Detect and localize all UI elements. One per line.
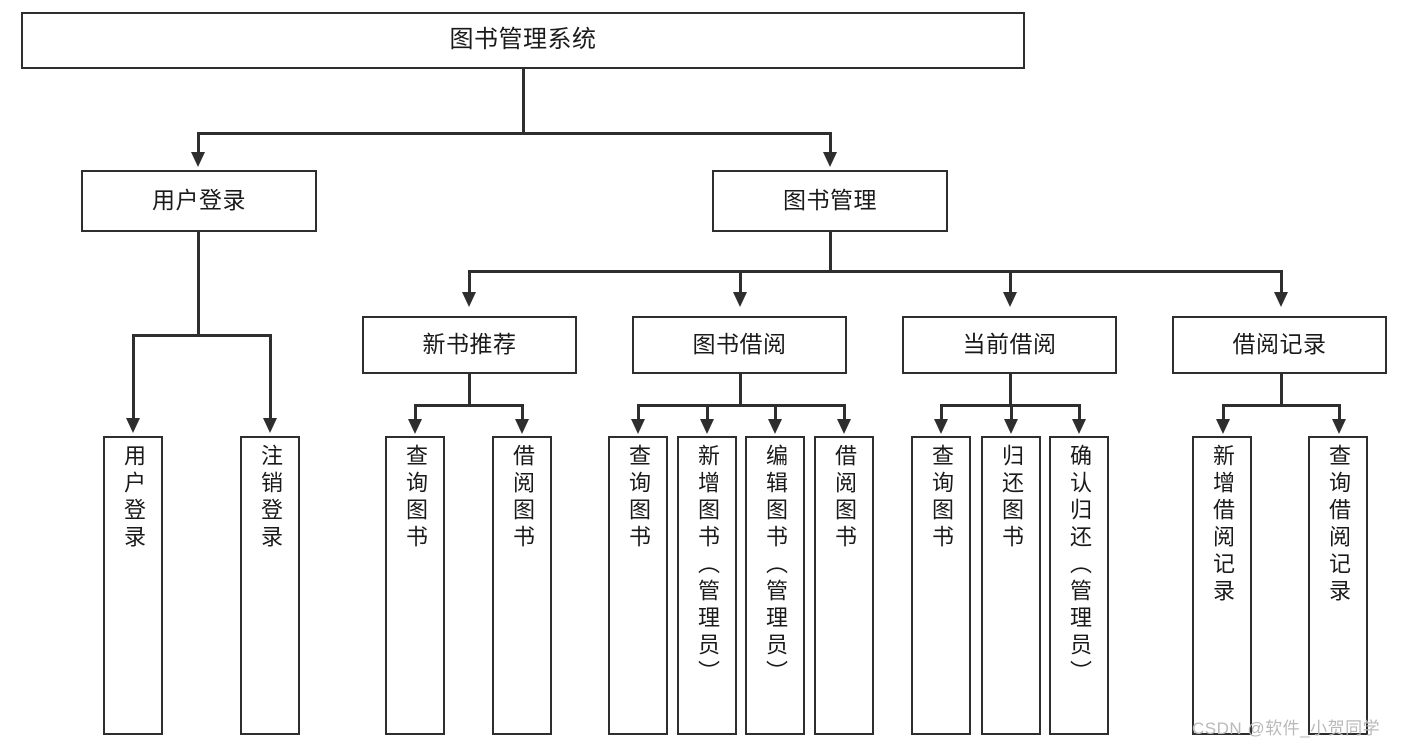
leaf-borrow-record-query-record[interactable]: 查询借阅记录	[1308, 436, 1368, 735]
arrow-cb-to-leaf-3	[1072, 419, 1086, 434]
leaf-user-login-user-login[interactable]: 用户登录	[103, 436, 163, 735]
node-label: 图书管理系统	[449, 26, 597, 54]
node-label: 新书推荐	[422, 331, 517, 358]
connector-nb-to-leaf-1	[414, 404, 417, 422]
node-borrow-record[interactable]: 借阅记录	[1172, 316, 1387, 374]
arrow-br-to-leaf-2	[1332, 419, 1346, 434]
connector-user-login-bracket	[132, 334, 269, 337]
node-current-borrow[interactable]: 当前借阅	[902, 316, 1117, 374]
node-book-management[interactable]: 图书管理	[712, 170, 948, 232]
leaf-current-borrow-query-book[interactable]: 查询图书	[911, 436, 971, 735]
arrow-root-to-book-management	[823, 152, 837, 167]
connector-book-borrow-stem	[739, 374, 742, 406]
leaf-user-login-logout[interactable]: 注销登录	[240, 436, 300, 735]
node-label: 当前借阅	[962, 331, 1057, 358]
node-user-login[interactable]: 用户登录	[81, 170, 317, 232]
leaf-new-book-query-book[interactable]: 查询图书	[385, 436, 445, 735]
leaf-book-borrow-query-book[interactable]: 查询图书	[608, 436, 668, 735]
connector-new-book-bracket	[414, 404, 524, 407]
node-label: 确认归还（管理员）	[1067, 444, 1092, 687]
node-label: 借阅图书	[510, 444, 535, 552]
connector-bb-to-leaf-2	[706, 404, 709, 422]
arrow-nb-to-leaf-2	[515, 419, 529, 434]
connector-borrow-record-bracket	[1222, 404, 1340, 407]
leaf-current-borrow-return-book[interactable]: 归还图书	[981, 436, 1041, 735]
leaf-borrow-record-add-record[interactable]: 新增借阅记录	[1192, 436, 1252, 735]
connector-root-to-book-management	[829, 132, 832, 154]
connector-book-borrow-bracket	[637, 404, 845, 407]
node-label: 归还图书	[999, 444, 1024, 552]
node-label: 用户登录	[152, 187, 246, 214]
arrow-nb-to-leaf-1	[408, 419, 422, 434]
connector-bm-to-borrow-record	[1280, 270, 1283, 294]
arrow-bm-to-new-book	[462, 292, 476, 307]
connector-user-login-to-leaf-2	[269, 334, 272, 420]
leaf-book-borrow-borrow-book[interactable]: 借阅图书	[814, 436, 874, 735]
arrow-bb-to-leaf-3	[768, 419, 782, 434]
arrow-br-to-leaf-1	[1216, 419, 1230, 434]
node-label: 图书借阅	[692, 331, 787, 358]
connector-bm-to-new-book	[468, 270, 471, 294]
arrow-user-login-to-leaf-2	[263, 418, 277, 433]
connector-book-management-bracket	[468, 270, 1280, 273]
connector-bm-to-book-borrow	[739, 270, 742, 294]
arrow-cb-to-leaf-1	[934, 419, 948, 434]
node-label: 新增借阅记录	[1210, 444, 1235, 606]
arrow-cb-to-leaf-2	[1004, 419, 1018, 434]
node-label: 新增图书（管理员）	[695, 444, 720, 687]
connector-borrow-record-stem	[1280, 374, 1283, 406]
node-root-book-management-system[interactable]: 图书管理系统	[21, 12, 1025, 69]
node-label: 查询借阅记录	[1326, 444, 1351, 606]
node-label: 注销登录	[258, 444, 283, 552]
leaf-book-borrow-add-book-admin[interactable]: 新增图书（管理员）	[677, 436, 737, 735]
node-label: 借阅图书	[832, 444, 857, 552]
connector-current-borrow-stem	[1009, 374, 1012, 406]
arrow-bm-to-book-borrow	[733, 292, 747, 307]
arrow-bb-to-leaf-2	[700, 419, 714, 434]
leaf-current-borrow-confirm-return-admin[interactable]: 确认归还（管理员）	[1049, 436, 1109, 735]
connector-root-to-user-login	[197, 132, 200, 154]
node-label: 借阅记录	[1232, 331, 1327, 358]
connector-root-stem	[522, 69, 525, 133]
node-label: 查询图书	[626, 444, 651, 552]
connector-cb-to-leaf-2	[1010, 404, 1013, 422]
connector-bb-to-leaf-3	[774, 404, 777, 422]
node-book-borrow[interactable]: 图书借阅	[632, 316, 847, 374]
connector-br-to-leaf-2	[1338, 404, 1341, 422]
arrow-bb-to-leaf-1	[631, 419, 645, 434]
arrow-bm-to-borrow-record	[1274, 292, 1288, 307]
connector-br-to-leaf-1	[1222, 404, 1225, 422]
connector-nb-to-leaf-2	[521, 404, 524, 422]
leaf-book-borrow-edit-book-admin[interactable]: 编辑图书（管理员）	[745, 436, 805, 735]
arrow-root-to-user-login	[191, 152, 205, 167]
node-label: 查询图书	[929, 444, 954, 552]
node-label: 编辑图书（管理员）	[763, 444, 788, 687]
connector-cb-to-leaf-3	[1078, 404, 1081, 422]
connector-new-book-stem	[468, 374, 471, 406]
connector-root-bracket	[197, 132, 830, 135]
connector-bb-to-leaf-4	[843, 404, 846, 422]
node-label: 用户登录	[121, 444, 146, 552]
connector-bb-to-leaf-1	[637, 404, 640, 422]
node-label: 查询图书	[403, 444, 428, 552]
leaf-new-book-borrow-book[interactable]: 借阅图书	[492, 436, 552, 735]
arrow-user-login-to-leaf-1	[126, 418, 140, 433]
connector-book-management-stem	[829, 232, 832, 272]
connector-cb-to-leaf-1	[940, 404, 943, 422]
connector-user-login-stem	[197, 232, 200, 336]
connector-bm-to-current-borrow	[1009, 270, 1012, 294]
node-label: 图书管理	[783, 187, 877, 214]
arrow-bm-to-current-borrow	[1003, 292, 1017, 307]
node-new-book-recommend[interactable]: 新书推荐	[362, 316, 577, 374]
connector-user-login-to-leaf-1	[132, 334, 135, 420]
arrow-bb-to-leaf-4	[837, 419, 851, 434]
